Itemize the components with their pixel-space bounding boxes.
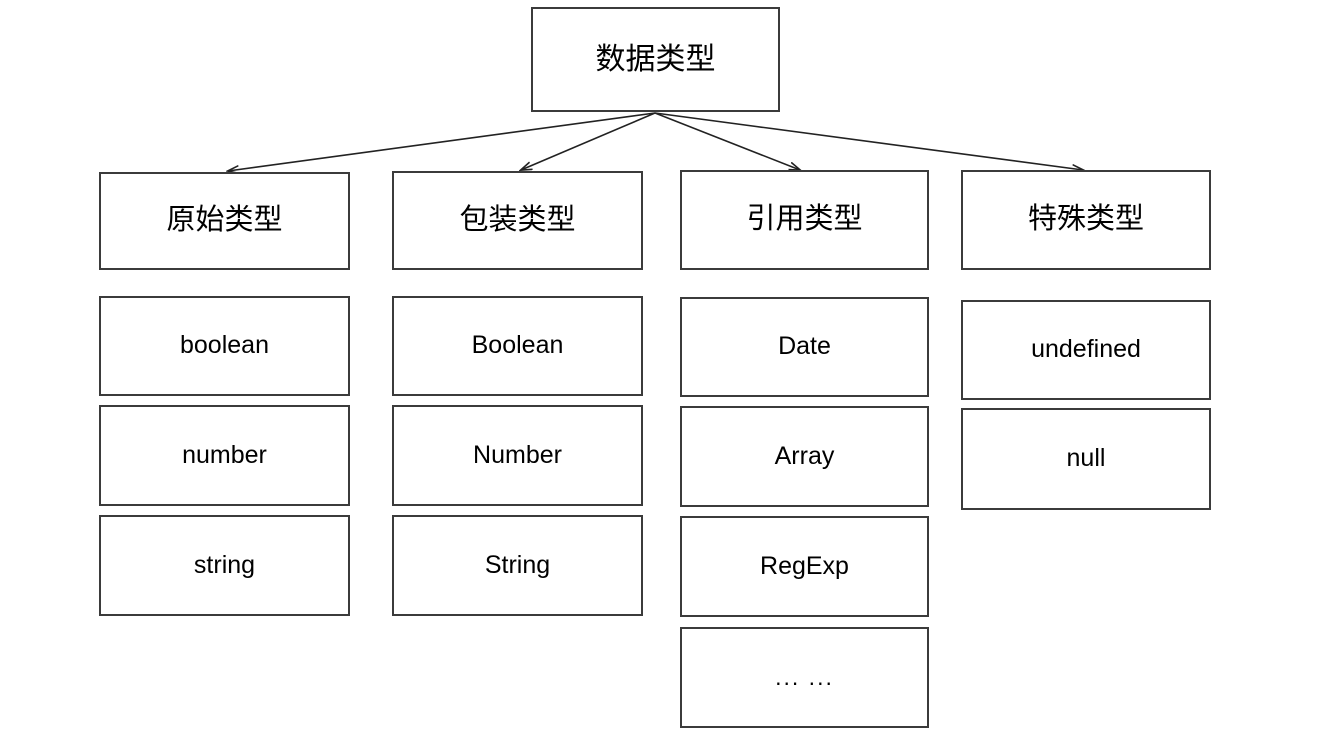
node-leaf-boolean-object[interactable]: Boolean — [392, 296, 643, 396]
node-category-reference-label: 引用类型 — [746, 203, 863, 236]
node-leaf-array[interactable]: Array — [680, 406, 929, 507]
connector-arrow-2 — [654, 112, 800, 170]
node-root[interactable]: 数据类型 — [531, 7, 780, 112]
connector-arrow-1 — [521, 112, 656, 170]
node-leaf-string-object[interactable]: String — [392, 515, 643, 616]
node-leaf-number-object[interactable]: Number — [392, 405, 643, 506]
node-leaf-string[interactable]: string — [99, 515, 350, 616]
node-category-primitive-label: 原始类型 — [166, 204, 283, 237]
node-leaf-regexp-label: RegExp — [760, 551, 849, 580]
node-category-special-label: 特殊类型 — [1027, 203, 1144, 236]
node-category-primitive[interactable]: 原始类型 — [99, 172, 350, 270]
node-leaf-number[interactable]: number — [99, 405, 350, 506]
node-leaf-string-label: string — [193, 550, 256, 579]
node-leaf-null-label: null — [1066, 444, 1106, 473]
node-root-label: 数据类型 — [595, 43, 716, 76]
node-category-wrapper-label: 包装类型 — [459, 203, 576, 236]
node-category-wrapper[interactable]: 包装类型 — [392, 171, 643, 270]
node-leaf-ellipsis[interactable]: ... ... — [680, 627, 929, 728]
node-leaf-undefined[interactable]: undefined — [961, 300, 1211, 400]
node-leaf-boolean-label: boolean — [180, 331, 269, 360]
connector-arrow-3 — [654, 112, 1083, 170]
node-leaf-number-object-label: Number — [473, 440, 562, 469]
node-leaf-number-label: number — [182, 440, 267, 469]
node-leaf-string-object-label: String — [484, 550, 551, 579]
node-leaf-boolean-object-label: Boolean — [471, 331, 564, 360]
node-leaf-null[interactable]: null — [961, 408, 1211, 510]
node-category-special[interactable]: 特殊类型 — [961, 170, 1211, 270]
node-category-reference[interactable]: 引用类型 — [680, 170, 929, 270]
node-leaf-array-label: Array — [774, 441, 835, 470]
node-leaf-date[interactable]: Date — [680, 297, 929, 397]
connector-arrow-0 — [228, 112, 656, 171]
node-leaf-boolean[interactable]: boolean — [99, 296, 350, 396]
node-leaf-date-label: Date — [778, 332, 831, 361]
node-leaf-ellipsis-label: ... ... — [775, 663, 834, 690]
connector-arrows — [228, 112, 1083, 171]
node-leaf-regexp[interactable]: RegExp — [680, 516, 929, 617]
node-leaf-undefined-label: undefined — [1031, 335, 1141, 364]
